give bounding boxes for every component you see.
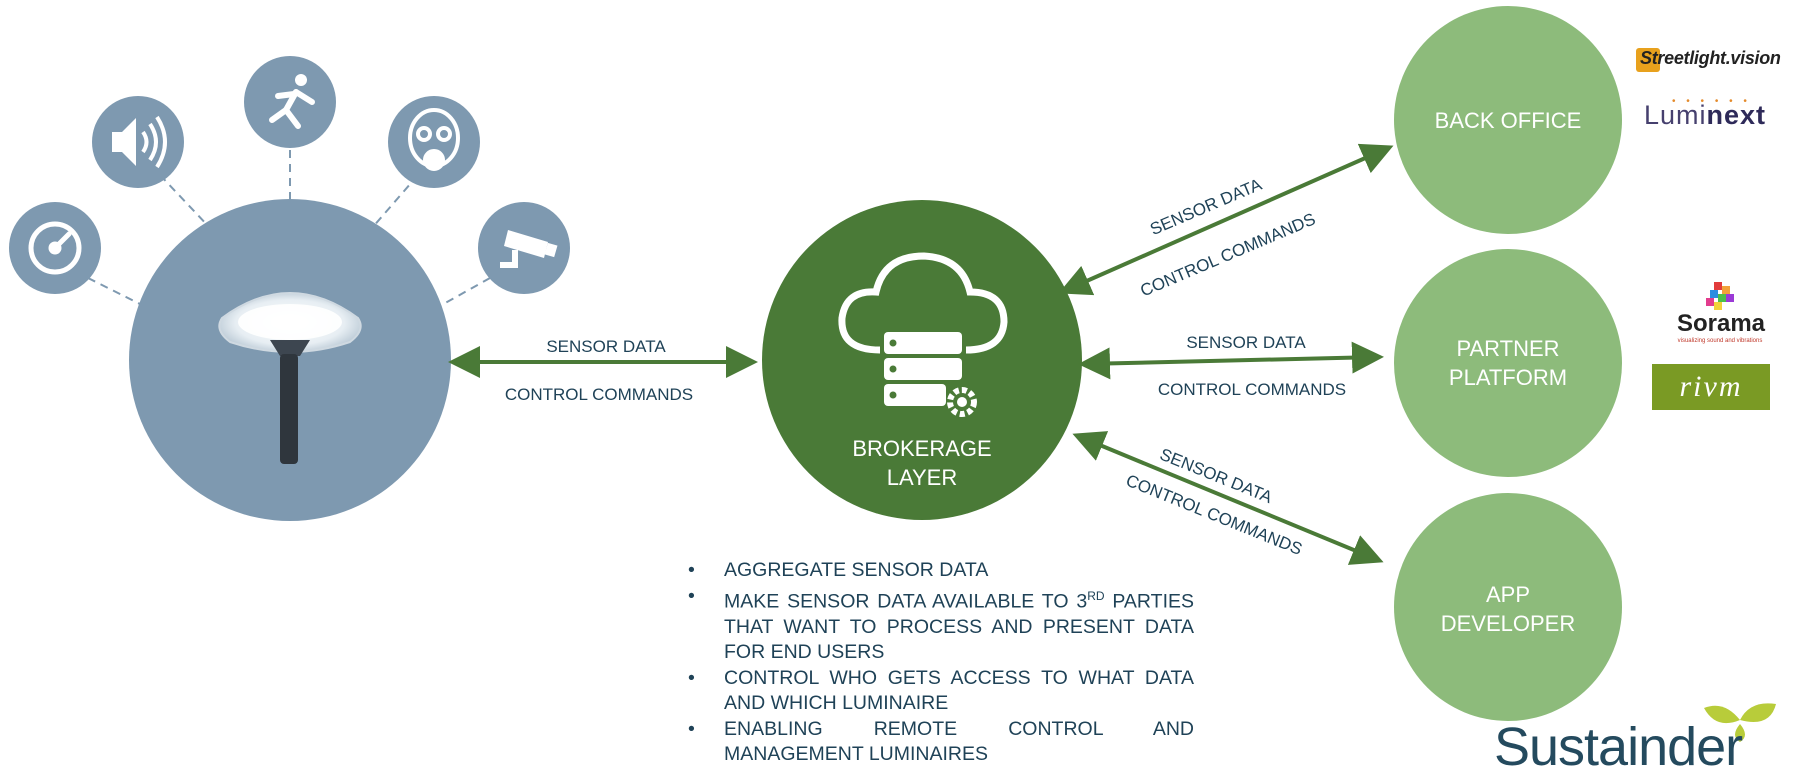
spoke-camera (439, 277, 491, 307)
feature-item-third-parties: MAKE SENSOR DATA AVAILABLE TO 3RD PARTIE… (688, 584, 1194, 666)
sensor-speedometer (9, 202, 101, 294)
cloud-server-icon (838, 252, 1008, 417)
feature-item-access-control: CONTROL WHO GETS ACCESS TO WHAT DATA AND… (688, 666, 1194, 717)
brokerage-feature-list: AGGREGATE SENSOR DATA MAKE SENSOR DATA A… (688, 558, 1194, 768)
brokerage-label-line1: BROKERAGE (852, 436, 992, 461)
back-office-label: BACK OFFICE (1394, 106, 1622, 135)
feature-item-aggregate: AGGREGATE SENSOR DATA (688, 558, 1194, 584)
sustainder-logo: Sustainder (1494, 717, 1743, 777)
sensor-spokes (87, 150, 491, 307)
feature-item-remote-control: ENABLING REMOTE CONTROL AND MANAGEMENT L… (688, 717, 1194, 768)
app-developer-node (1394, 493, 1622, 721)
spoke-gasmask (371, 174, 419, 229)
sustainder-leaf-icon (1704, 703, 1776, 742)
partner-platform-label-line1: PARTNER (1456, 336, 1560, 361)
conn-partner-label-top: SENSOR DATA (1186, 333, 1306, 352)
sensor-speaker (92, 96, 184, 188)
luminext-logo: • • • • • • Luminext (1644, 96, 1767, 130)
streetlight-vision-logo: Streetlight.vision (1636, 46, 1812, 76)
security-camera-icon (500, 230, 558, 268)
luminaire-node (129, 199, 451, 521)
brokerage-label-line2: LAYER (886, 465, 958, 490)
app-developer-label: APP DEVELOPER (1394, 580, 1622, 638)
running-person-icon (269, 74, 315, 129)
back-office-label-line1: BACK OFFICE (1434, 108, 1582, 133)
sensor-runner (244, 56, 336, 148)
app-developer-label-line1: APP (1485, 582, 1531, 607)
sensor-camera (478, 202, 570, 294)
app-developer-label-line2: DEVELOPER (1440, 611, 1576, 636)
street-lamp-icon (218, 292, 362, 464)
spoke-speaker (159, 174, 211, 229)
partner-platform-label: PARTNER PLATFORM (1394, 334, 1622, 392)
brokerage-node (762, 200, 1082, 520)
speedometer-icon (28, 221, 82, 275)
sorama-pixel-icon (1706, 282, 1738, 312)
brokerage-label: BROKERAGE LAYER (762, 434, 1082, 492)
spoke-speedometer (87, 277, 141, 305)
back-office-node (1394, 6, 1622, 234)
partner-platform-label-line2: PLATFORM (1448, 365, 1568, 390)
sensor-gasmask (388, 96, 480, 188)
conn-left-label-bottom: CONTROL COMMANDS (505, 385, 693, 404)
gas-mask-icon (408, 108, 460, 171)
arrow-hub-backoffice (1058, 143, 1394, 296)
arrow-hub-partner (1078, 341, 1384, 380)
sorama-logo: Sorama visualizing sound and vibrations (1654, 282, 1782, 346)
rivm-logo: rivm (1652, 364, 1770, 410)
conn-partner-label-bottom: CONTROL COMMANDS (1158, 380, 1346, 399)
arrow-hub-appdev (1072, 431, 1384, 565)
conn-left-label-top: SENSOR DATA (546, 337, 666, 356)
speaker-icon (112, 115, 167, 169)
partner-platform-node (1394, 249, 1622, 477)
